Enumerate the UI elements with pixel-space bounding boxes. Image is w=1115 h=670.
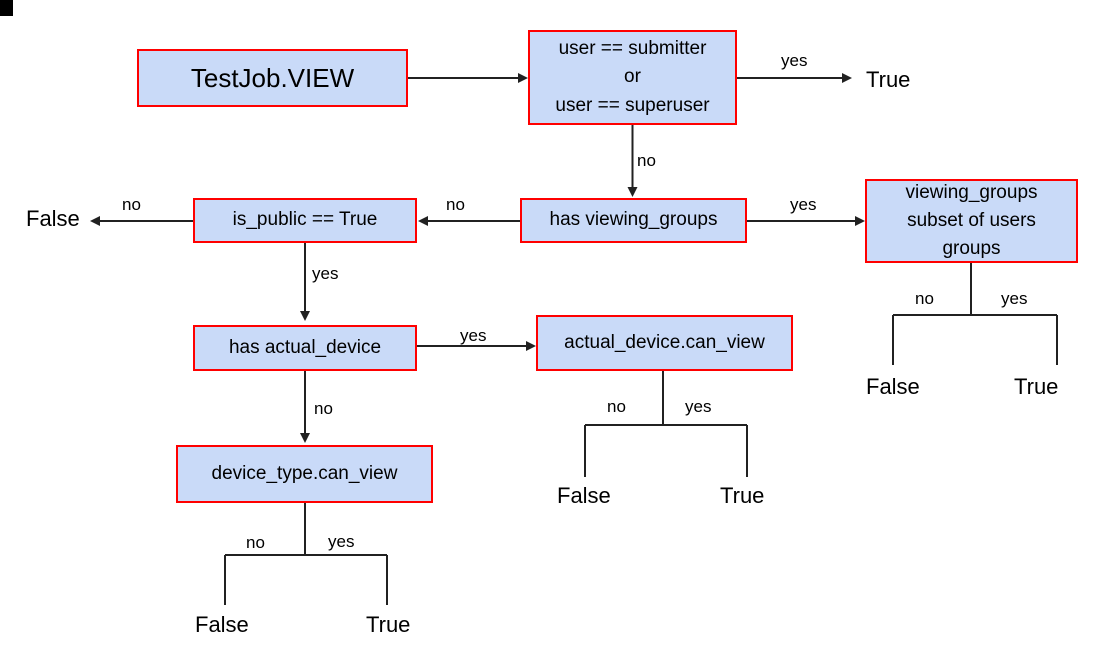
node-testjob-view-label: TestJob.VIEW [190, 62, 355, 93]
edge-label-subset-yes: yes [1001, 289, 1028, 308]
arrowhead-subset [855, 216, 865, 226]
arrowhead-actual-device-can-view [526, 341, 536, 351]
arrowhead-device-type [300, 433, 310, 443]
fork-actual-device [584, 371, 748, 477]
node-user-check-label: user == submitter or user == superuser [555, 38, 710, 116]
corner-artifact-mark [0, 0, 13, 16]
edge-label-has-actual-device-no: no [314, 399, 333, 418]
terminal-subset-true: True [1014, 374, 1059, 399]
edge-label-is-public-no: no [122, 195, 141, 214]
edge-label-user-check-no: no [637, 151, 656, 170]
arrowhead-true-top [842, 73, 852, 83]
edge-label-is-public-yes: yes [312, 264, 339, 283]
arrowhead-user-check [518, 73, 528, 83]
node-user-check: user == submitter or user == superuser [528, 30, 737, 125]
node-actual-device-can-view-label: actual_device.can_view [564, 331, 765, 353]
edge-label-actual-device-yes: yes [685, 397, 712, 416]
edge-label-has-viewing-groups-no: no [446, 195, 465, 214]
terminal-is-public-false: False [26, 206, 80, 231]
edge-label-subset-no: no [915, 289, 934, 308]
terminal-actual-device-true: True [720, 483, 765, 508]
terminal-device-type-true: True [366, 612, 411, 637]
terminal-device-type-false: False [195, 612, 249, 637]
node-actual-device-can-view: actual_device.can_view [536, 315, 793, 371]
terminal-actual-device-false: False [557, 483, 611, 508]
node-has-viewing-groups: has viewing_groups [520, 198, 747, 243]
edge-label-device-type-yes: yes [328, 532, 355, 551]
edge-label-actual-device-no: no [607, 397, 626, 416]
node-is-public-label: is_public == True [232, 209, 378, 231]
node-viewing-groups-subset: viewing_groups subset of users groups [865, 179, 1078, 263]
edge-label-device-type-no: no [246, 533, 265, 552]
arrowhead-false-left [90, 216, 100, 226]
node-device-type-can-view-label: device_type.can_view [211, 462, 398, 484]
arrowhead-viewing-groups [627, 187, 638, 197]
arrowhead-actual-device [300, 311, 310, 321]
terminal-subset-false: False [866, 374, 920, 399]
fork-device-type [224, 503, 388, 605]
node-device-type-can-view: device_type.can_view [176, 445, 433, 503]
edge-label-has-actual-device-yes: yes [460, 326, 487, 345]
fork-subset [892, 263, 1058, 365]
node-has-actual-device-label: has actual_device [228, 336, 382, 358]
node-has-actual-device: has actual_device [193, 325, 417, 371]
edge-label-has-viewing-groups-yes: yes [790, 195, 817, 214]
node-is-public: is_public == True [193, 198, 417, 243]
node-has-viewing-groups-label: has viewing_groups [549, 209, 718, 231]
terminal-user-check-true: True [866, 67, 911, 92]
node-testjob-view: TestJob.VIEW [137, 49, 408, 107]
node-viewing-groups-subset-label: viewing_groups subset of users groups [905, 181, 1038, 260]
arrowhead-is-public [418, 216, 428, 226]
edge-label-user-check-yes: yes [781, 51, 808, 70]
